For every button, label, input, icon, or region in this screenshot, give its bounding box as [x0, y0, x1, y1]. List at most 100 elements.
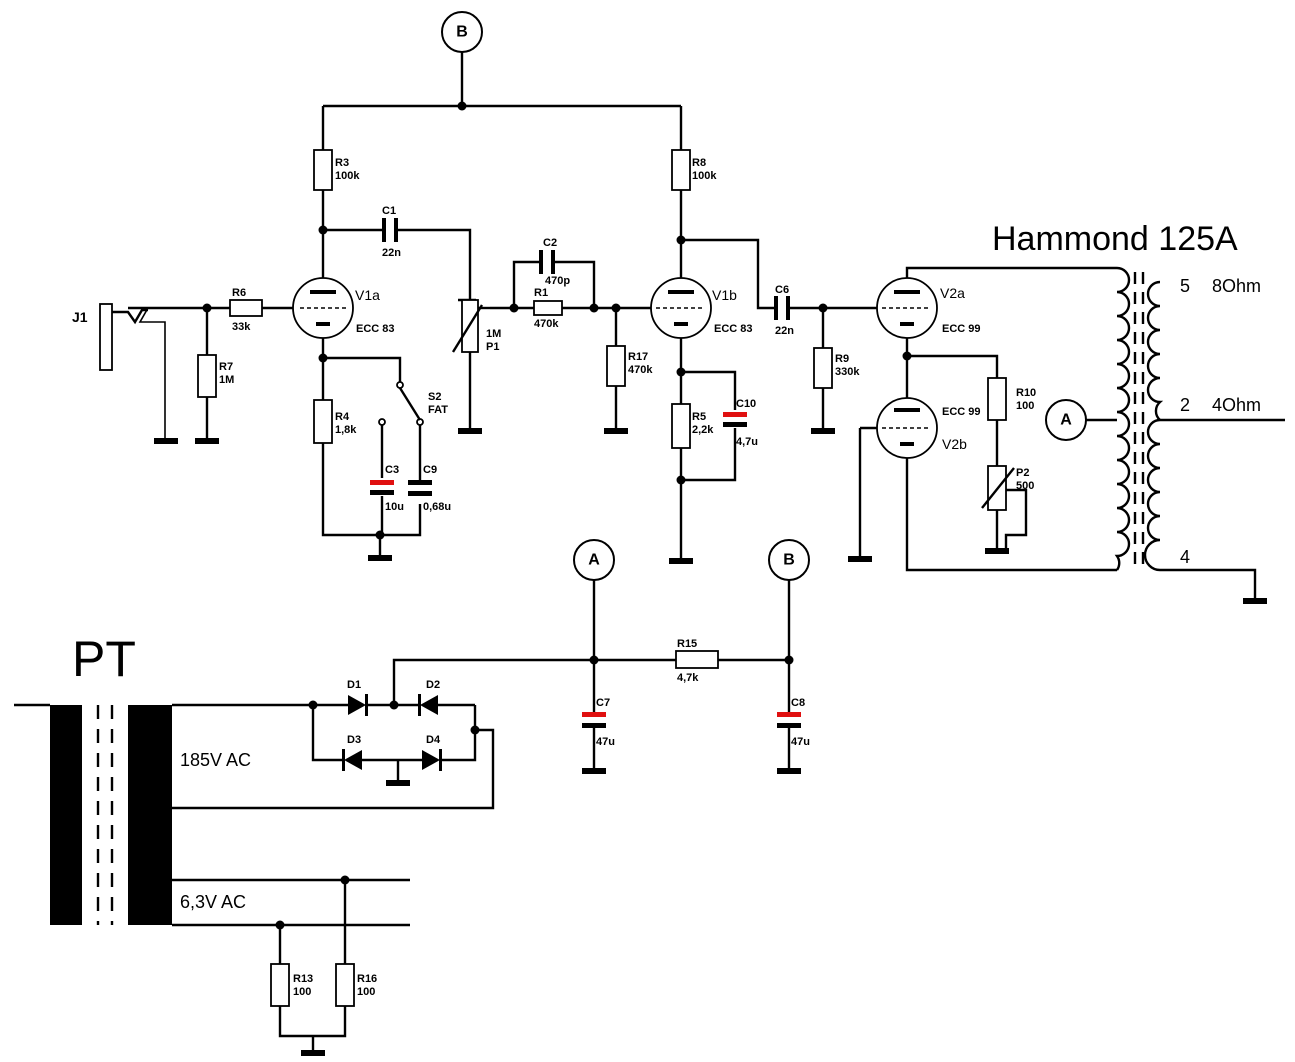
svg-text:R1: R1 [534, 287, 548, 299]
potentiometer-p1: 1M P1 [451, 299, 501, 353]
svg-text:V2a: V2a [940, 285, 965, 301]
tube-v1b: V1b ECC 83 [650, 277, 753, 339]
svg-text:1M: 1M [219, 374, 234, 386]
junction-dots [202, 101, 912, 930]
svg-text:ECC 99: ECC 99 [942, 406, 981, 418]
wires [128, 46, 1285, 1052]
svg-text:R10: R10 [1016, 387, 1036, 399]
svg-text:Hammond 125A: Hammond 125A [992, 220, 1238, 258]
resistor-r4: R4 1,8k [313, 399, 357, 444]
svg-text:100: 100 [293, 986, 311, 998]
capacitor-c1: C1 22n [382, 205, 401, 259]
svg-text:470k: 470k [534, 318, 559, 330]
switch-s2: S2 FAT [396, 381, 448, 426]
svg-text:0,68u: 0,68u [423, 501, 451, 513]
svg-text:R4: R4 [335, 411, 350, 423]
svg-text:C8: C8 [791, 697, 805, 709]
svg-text:P2: P2 [1016, 467, 1029, 479]
diode-d3: D3 [342, 734, 362, 771]
resistor-r5: R5 2,2k [671, 403, 714, 449]
svg-text:185V AC: 185V AC [180, 750, 251, 770]
svg-text:V1a: V1a [355, 287, 380, 303]
resistor-r7: R7 1M [197, 354, 234, 398]
svg-text:4: 4 [1180, 547, 1190, 567]
svg-text:330k: 330k [835, 366, 860, 378]
svg-text:ECC 83: ECC 83 [356, 323, 395, 335]
svg-text:C2: C2 [543, 237, 557, 249]
svg-text:A: A [588, 552, 600, 569]
capacitor-c3: C3 10u [370, 418, 404, 513]
svg-text:C9: C9 [423, 464, 437, 476]
svg-text:100k: 100k [335, 170, 360, 182]
node-a-transformer: A [1045, 399, 1087, 441]
capacitor-c9: C9 0,68u [408, 464, 451, 513]
svg-text:D2: D2 [426, 679, 440, 691]
svg-text:8Ohm: 8Ohm [1212, 276, 1261, 296]
svg-text:1M: 1M [486, 328, 501, 340]
svg-text:R8: R8 [692, 157, 706, 169]
tube-v1a: V1a ECC 83 [292, 277, 395, 339]
resistor-r17: R17 470k [606, 345, 653, 387]
svg-text:470k: 470k [628, 364, 653, 376]
svg-text:4,7k: 4,7k [677, 672, 699, 684]
tube-v2b: ECC 99 V2b [876, 397, 981, 459]
power-transformer: PT 185V AC 6,3V AC [14, 631, 251, 925]
svg-text:R6: R6 [232, 287, 246, 299]
svg-text:C1: C1 [382, 205, 396, 217]
svg-text:P1: P1 [486, 341, 499, 353]
svg-text:ECC 83: ECC 83 [714, 323, 753, 335]
svg-text:B: B [783, 552, 795, 569]
resistor-r15: R15 4,7k [675, 638, 719, 684]
svg-text:B: B [456, 24, 468, 41]
diode-d2: D2 [418, 679, 440, 716]
resistor-r9: R9 330k [813, 347, 860, 389]
svg-text:33k: 33k [232, 321, 251, 333]
capacitor-c7: C7 47u [582, 697, 615, 748]
svg-text:V2b: V2b [942, 436, 967, 452]
resistor-r16: R16 100 [335, 963, 377, 1007]
svg-text:4Ohm: 4Ohm [1212, 395, 1261, 415]
svg-text:470p: 470p [545, 275, 570, 287]
svg-text:R7: R7 [219, 361, 233, 373]
resistor-r6: R6 33k [229, 287, 263, 333]
svg-text:2,2k: 2,2k [692, 424, 714, 436]
svg-text:ECC 99: ECC 99 [942, 323, 981, 335]
svg-text:100k: 100k [692, 170, 717, 182]
resistor-r3: R3 100k [313, 149, 360, 191]
svg-text:5: 5 [1180, 276, 1190, 296]
svg-text:6,3V AC: 6,3V AC [180, 892, 246, 912]
svg-text:2: 2 [1180, 395, 1190, 415]
svg-text:R5: R5 [692, 411, 706, 423]
svg-text:V1b: V1b [712, 287, 737, 303]
svg-text:47u: 47u [596, 736, 615, 748]
svg-text:C7: C7 [596, 697, 610, 709]
capacitor-c8: C8 47u [777, 697, 810, 748]
svg-text:J1: J1 [72, 309, 88, 325]
potentiometer-p2: P2 500 [981, 465, 1034, 548]
svg-text:C3: C3 [385, 464, 399, 476]
ground-symbols [154, 428, 1267, 1056]
capacitor-c2: C2 470p [539, 237, 570, 287]
resistor-r13: R13 100 [270, 963, 313, 1007]
svg-text:100: 100 [1016, 400, 1034, 412]
capacitor-c6: C6 22n [774, 284, 794, 337]
svg-text:C6: C6 [775, 284, 789, 296]
node-b-top: B [441, 11, 483, 53]
jack-j1: J1 [72, 303, 148, 371]
svg-text:22n: 22n [382, 247, 401, 259]
svg-text:A: A [1060, 412, 1072, 429]
svg-text:22n: 22n [775, 325, 794, 337]
svg-text:D4: D4 [426, 734, 441, 746]
svg-text:FAT: FAT [428, 404, 448, 416]
svg-text:1,8k: 1,8k [335, 424, 357, 436]
node-b-supply: B [768, 539, 810, 581]
svg-text:4,7u: 4,7u [736, 436, 758, 448]
svg-text:PT: PT [72, 631, 136, 687]
diode-d1: D1 [347, 679, 368, 716]
resistor-r8: R8 100k [671, 149, 717, 191]
svg-text:S2: S2 [428, 391, 441, 403]
svg-text:C10: C10 [736, 398, 756, 410]
svg-text:R17: R17 [628, 351, 648, 363]
svg-text:10u: 10u [385, 501, 404, 513]
